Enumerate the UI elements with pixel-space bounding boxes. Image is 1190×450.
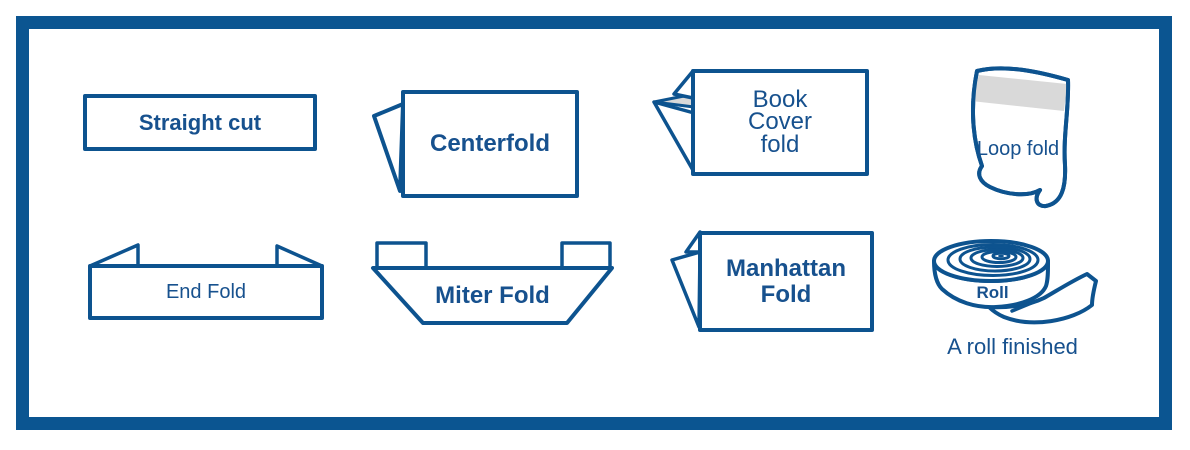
manhattan-fold-diagram: Manhattan Fold [665, 225, 880, 340]
centerfold-diagram: Centerfold [370, 88, 580, 200]
end-fold-shape [88, 243, 324, 320]
straight-cut-shape [83, 94, 317, 151]
roll-diagram: Roll A roll finished [920, 228, 1105, 363]
centerfold-shape [372, 90, 579, 198]
end-fold-diagram: End Fold [88, 240, 328, 325]
loop-fold-diagram: Loop fold [940, 55, 1105, 215]
book-cover-fold-diagram: Book Cover fold [650, 60, 870, 180]
loop-fold-shape [971, 66, 1071, 209]
straight-cut-diagram: Straight cut [83, 94, 317, 151]
miter-fold-diagram: Miter Fold [370, 240, 615, 330]
manhattan-fold-shape [670, 230, 874, 332]
roll-shape [932, 239, 1098, 325]
page-border-frame [16, 16, 1172, 430]
book-cover-fold-shape [652, 69, 869, 176]
miter-fold-shape [371, 241, 614, 325]
